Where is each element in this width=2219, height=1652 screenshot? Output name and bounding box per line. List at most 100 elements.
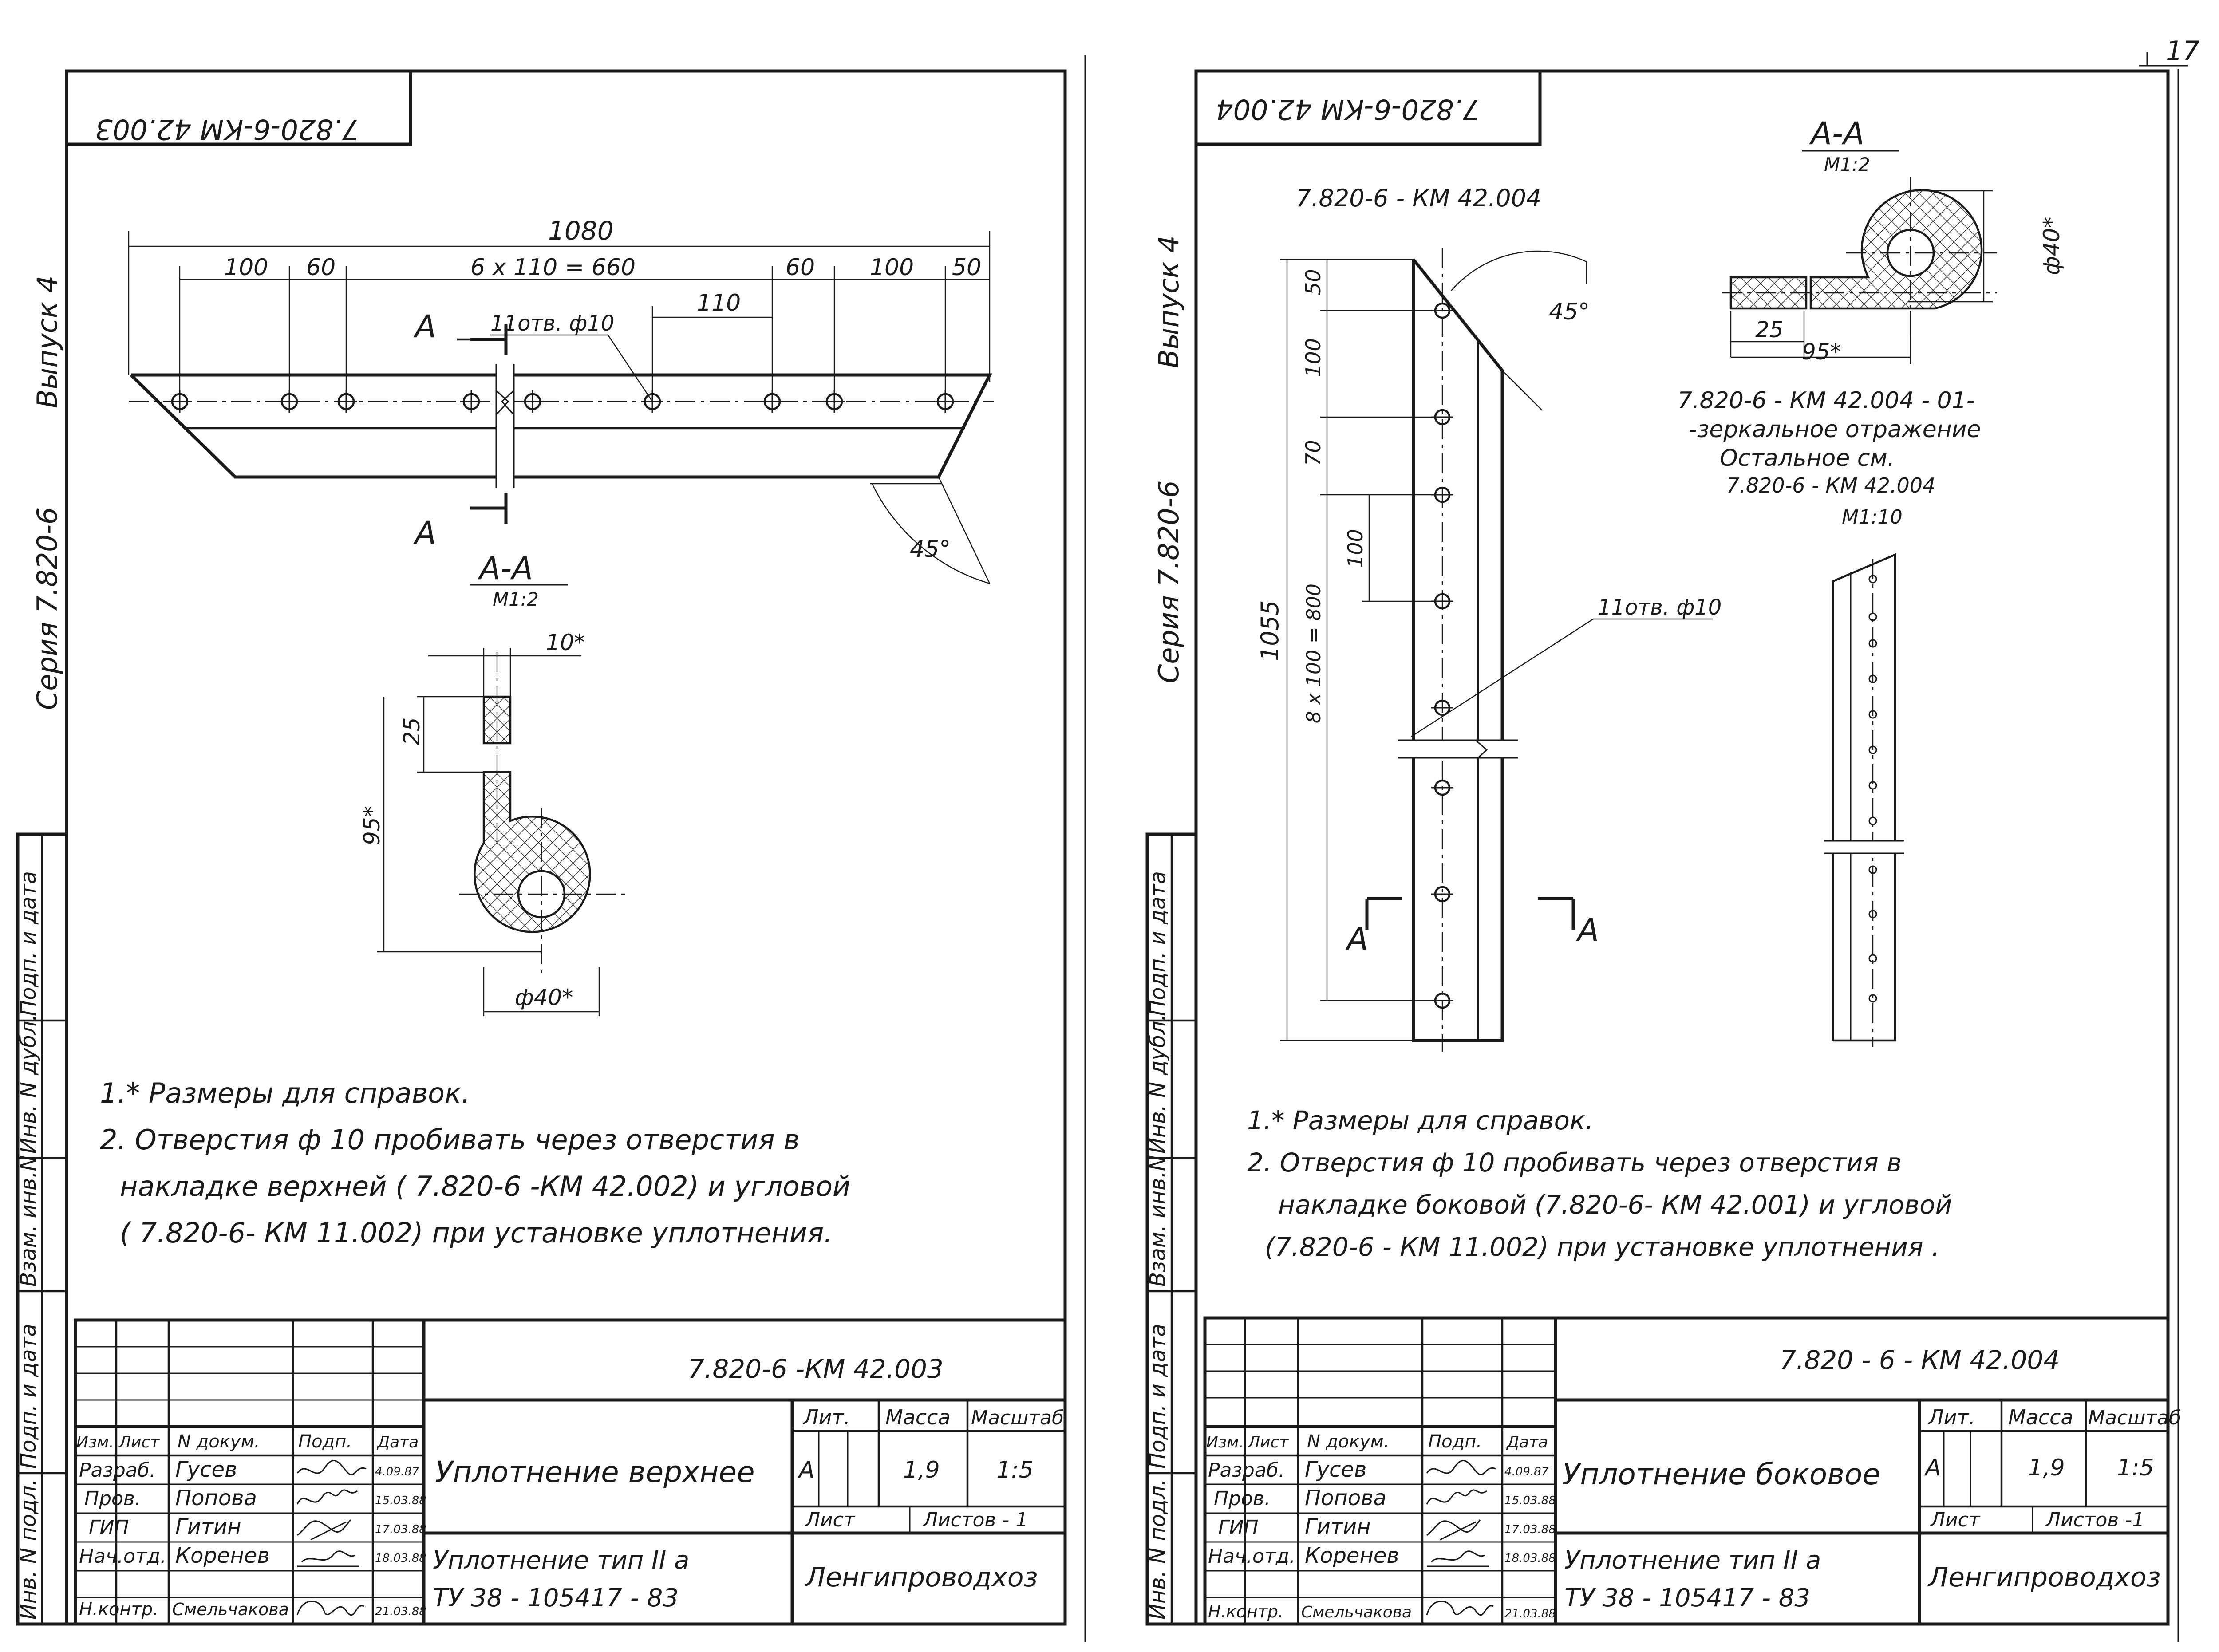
right-sheet: 7.820-6-КМ 42.004 Серия 7.820-6 Выпуск 4… bbox=[1145, 69, 2181, 1626]
sign-date: 18.03.88 bbox=[375, 1552, 426, 1565]
right-main-view: 1055 50 100 70 8 x 100 = 800 100 45° 11о… bbox=[1256, 248, 1722, 1052]
signature bbox=[1426, 1601, 1494, 1616]
person-name: Гусев bbox=[1305, 1457, 1366, 1482]
bolt-hole bbox=[1868, 612, 1877, 621]
signature bbox=[296, 1489, 358, 1505]
left-notes: 1.* Размеры для справок. 2. Отверстия ф … bbox=[100, 1077, 850, 1249]
col-header: Подп. bbox=[1428, 1431, 1482, 1452]
bolt-hole bbox=[521, 390, 544, 413]
org-name: Ленгипроводхоз bbox=[805, 1562, 1038, 1593]
dim-center: 8 x 100 = 800 bbox=[1303, 584, 1325, 723]
left-section-aa: А-А М1:2 10* 25 95* bbox=[359, 550, 626, 1016]
dim-total: 1080 bbox=[548, 216, 614, 246]
mirror-note-line: -зеркальное отражение bbox=[1689, 416, 1981, 443]
role-label: ГИП bbox=[89, 1516, 129, 1539]
scale-value: 1:5 bbox=[2117, 1455, 2154, 1481]
bolt-hole bbox=[1868, 816, 1877, 825]
margin-label: Подп. и дата bbox=[16, 1324, 41, 1469]
page-number: 17 bbox=[2166, 35, 2199, 67]
note-line: 2. Отверстия ф 10 пробивать через отверс… bbox=[1247, 1147, 1902, 1178]
part-code: 7.820-6 - КМ 42.004 bbox=[1296, 184, 1541, 212]
signature bbox=[1426, 1460, 1496, 1475]
bolt-hole bbox=[1868, 865, 1877, 874]
scale-value: 1:5 bbox=[996, 1457, 1034, 1483]
left-side-series: Серия 7.820-6 bbox=[31, 507, 63, 710]
cut-label: А bbox=[413, 515, 436, 551]
margin-label: Инв. N дубл. bbox=[16, 1014, 41, 1154]
right-title-block: Изм. Лист N докум. Подп. Дата Разраб. Гу… bbox=[1203, 1316, 2181, 1626]
dim-50: 50 bbox=[952, 254, 981, 281]
role-label: Пров. bbox=[84, 1487, 141, 1510]
person-name: Попова bbox=[175, 1486, 257, 1510]
right-margin-table: Подп. и дата Инв. N дубл. Взам. инв.N По… bbox=[1145, 832, 1198, 1626]
person-name: Гусев bbox=[175, 1457, 237, 1482]
dim-95: 95* bbox=[359, 806, 385, 845]
dim-25: 25 bbox=[1755, 317, 1784, 343]
dim-dia: ф40* bbox=[515, 985, 573, 1010]
note-line: ( 7.820-6- КМ 11.002) при установке упло… bbox=[120, 1217, 833, 1249]
dim-60: 60 bbox=[306, 254, 336, 281]
bolt-hole bbox=[823, 390, 845, 413]
sheets-label: Листов - 1 bbox=[922, 1509, 1028, 1531]
left-margin-table: Подп. и дата Инв. N дубл. Взам. инв.N По… bbox=[16, 832, 68, 1626]
left-stamp-code: 7.820-6-КМ 42.003 bbox=[95, 113, 359, 146]
col-header: Дата bbox=[376, 1433, 419, 1451]
person-name: Коренев bbox=[1305, 1543, 1399, 1568]
bolt-hole bbox=[1868, 710, 1877, 719]
role-label: Н.контр. bbox=[1208, 1602, 1283, 1621]
bolt-hole bbox=[278, 390, 300, 413]
mirror-note-line: 7.820-6 - КМ 42.004 bbox=[1726, 473, 1935, 497]
hdr-mass: Масса bbox=[885, 1405, 951, 1429]
mass-value: 1,9 bbox=[903, 1457, 940, 1483]
sheets-label: Листов -1 bbox=[2045, 1509, 2144, 1531]
sign-date: 4.09.87 bbox=[1504, 1465, 1549, 1479]
sign-date: 15.03.88 bbox=[375, 1494, 426, 1507]
signature bbox=[1426, 1489, 1487, 1505]
cut-label: А bbox=[1576, 912, 1599, 948]
holes-callout: 11отв. ф10 bbox=[1598, 595, 1722, 620]
angle-label: 45° bbox=[1549, 299, 1590, 325]
section-scale: М1:2 bbox=[1824, 154, 1870, 175]
note-line: накладке верхней ( 7.820-6 -КМ 42.002) и… bbox=[120, 1170, 850, 1203]
col-header: Подп. bbox=[298, 1431, 352, 1452]
note-line: 1.* Размеры для справок. bbox=[100, 1077, 470, 1109]
dim-110: 110 bbox=[697, 290, 741, 316]
margin-label: Инв. N дубл. bbox=[1145, 1014, 1170, 1154]
dim-50: 50 bbox=[1301, 269, 1325, 295]
sign-date: 15.03.88 bbox=[1504, 1494, 1556, 1507]
left-side-issue: Выпуск 4 bbox=[31, 276, 63, 408]
signature bbox=[297, 1519, 351, 1541]
margin-label: Инв. N подл. bbox=[1145, 1479, 1170, 1620]
right-mirror-view bbox=[1824, 553, 1904, 1047]
sheet-label: Лист bbox=[1930, 1509, 1981, 1531]
col-header: Лист bbox=[1247, 1433, 1289, 1451]
dim-100: 100 bbox=[224, 254, 268, 281]
note-line: 1.* Размеры для справок. bbox=[1247, 1105, 1593, 1136]
bolt-hole bbox=[1868, 674, 1877, 683]
note-line: (7.820-6 - КМ 11.002) при установке упло… bbox=[1265, 1232, 1940, 1262]
hdr-mass: Масса bbox=[2008, 1405, 2073, 1429]
person-name: Гитин bbox=[1305, 1514, 1370, 1539]
cut-label: А bbox=[1345, 921, 1368, 957]
role-label: ГИП bbox=[1218, 1516, 1259, 1539]
signature bbox=[296, 1601, 364, 1616]
bolt-hole bbox=[460, 390, 482, 413]
bolt-hole bbox=[169, 390, 191, 413]
dim-center: 6 x 110 = 660 bbox=[470, 254, 636, 281]
product-line: Уплотнение тип II а bbox=[1564, 1546, 1821, 1575]
bolt-hole bbox=[1431, 886, 1453, 903]
bolt-hole bbox=[1431, 779, 1453, 796]
hdr-lit: Лит. bbox=[802, 1405, 850, 1429]
role-label: Разраб. bbox=[79, 1459, 156, 1482]
section-title: А-А bbox=[478, 550, 533, 587]
right-notes: 1.* Размеры для справок. 2. Отверстия ф … bbox=[1247, 1105, 1952, 1262]
signature bbox=[1427, 1550, 1489, 1567]
bolt-hole bbox=[1868, 639, 1877, 648]
signature bbox=[296, 1460, 367, 1475]
hdr-scale: Масштаб bbox=[2088, 1407, 2181, 1429]
col-header: N докум. bbox=[1307, 1431, 1390, 1452]
lit-value: А bbox=[1924, 1455, 1941, 1481]
product-line: ТУ 38 - 105417 - 83 bbox=[433, 1584, 679, 1613]
right-stamp-code: 7.820-6-КМ 42.004 bbox=[1216, 93, 1480, 126]
doc-code: 7.820-6 -КМ 42.003 bbox=[688, 1354, 944, 1384]
